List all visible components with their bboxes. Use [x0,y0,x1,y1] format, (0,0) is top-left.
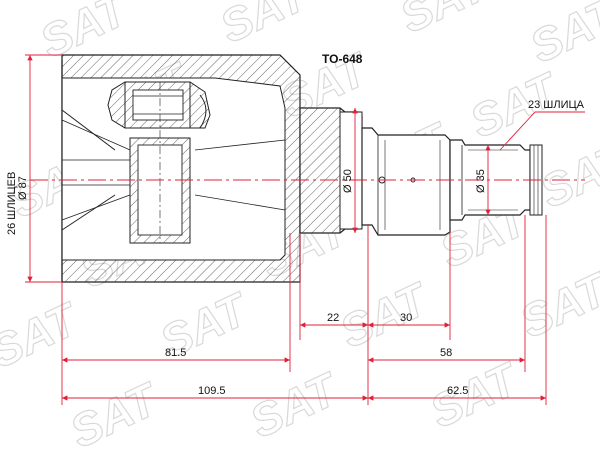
dim-109-5: 109.5 [198,385,226,397]
shaft-diameter-label: Ø 35 [475,169,487,193]
dim-62-5: 62.5 [447,385,468,397]
dim-30: 30 [400,312,412,324]
dim-22: 22 [327,312,339,324]
shaft [361,127,543,236]
inner-splines-label: 23 ШЛИЦА [528,99,585,111]
watermark-logo: SAT [332,272,438,358]
watermark-logo: SAT [62,372,168,450]
watermark-logo: SAT [242,362,348,448]
dim-81-5: 81.5 [165,347,186,359]
outer-diameter-label: Ø 87 [17,176,29,200]
dimension-lines [25,54,585,405]
neck-diameter-label: Ø 50 [342,169,354,193]
watermark-logo: SAT [422,352,528,438]
watermark-logo: SAT [0,292,88,378]
watermark-logo: SAT [212,0,318,53]
outer-splines-label: 26 ШЛИЦЕВ [6,172,18,235]
part-number: TO-648 [322,52,363,66]
tripod-roller [107,81,211,244]
dim-58: 58 [440,347,452,359]
watermark-logo: SAT [392,0,498,43]
watermark-logo: SAT [522,0,600,73]
